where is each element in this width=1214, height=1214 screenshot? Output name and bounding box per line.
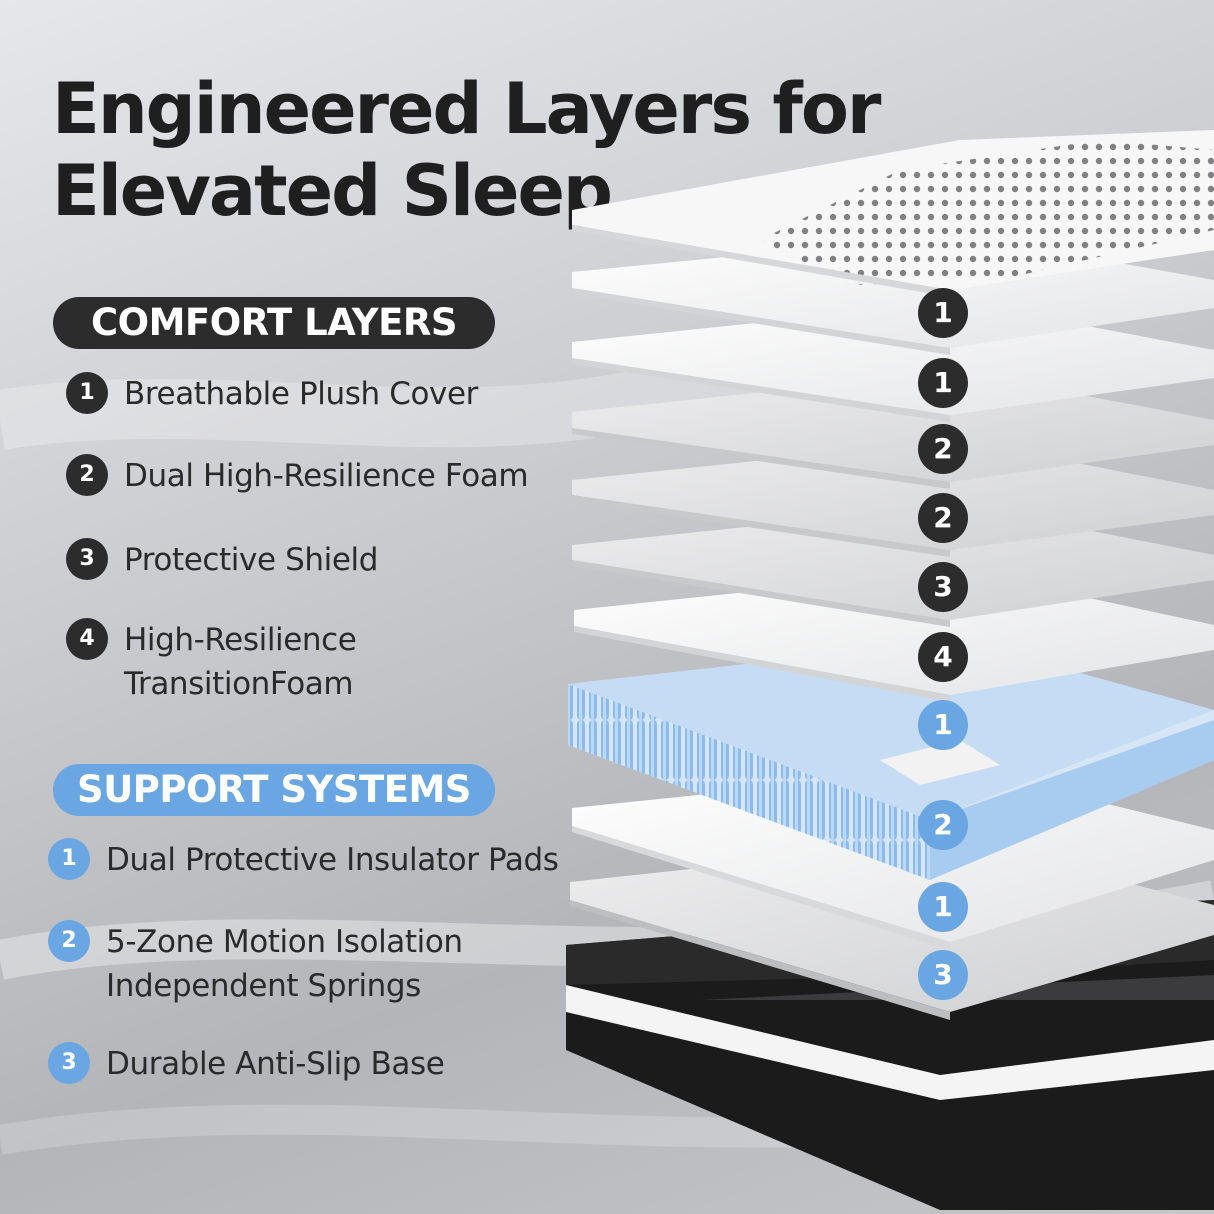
item-label-line: Dual Protective Insulator Pads — [106, 842, 559, 878]
item-label-line: 5-Zone Motion Isolation — [106, 924, 463, 960]
item-label: Dual Protective Insulator Pads — [106, 838, 559, 882]
item-label-line: Dual High-Resilience Foam — [124, 458, 529, 494]
number-badge: 4 — [66, 618, 108, 660]
item-label-line: TransitionFoam — [124, 666, 354, 702]
item-label-line: Independent Springs — [106, 968, 421, 1004]
comfort-item: 2 Dual High-Resilience Foam — [66, 454, 529, 498]
support-item: 3 Durable Anti-Slip Base — [48, 1042, 445, 1086]
number-badge: 1 — [48, 838, 90, 880]
plush-cover-layer — [572, 130, 1214, 297]
item-label-line: Breathable Plush Cover — [124, 376, 478, 412]
page-title: Engineered Layers for Elevated Sleep — [52, 68, 881, 232]
springs-layer — [568, 640, 1214, 880]
title-line-2: Elevated Sleep — [52, 150, 613, 232]
item-label-line: Protective Shield — [124, 542, 378, 578]
number-badge: 2 — [66, 454, 108, 496]
layer-badge-support: 3 — [918, 950, 968, 1000]
support-systems-heading: SUPPORT SYSTEMS — [53, 764, 495, 816]
layer-badge-comfort: 2 — [918, 424, 968, 474]
layer-badge-comfort: 4 — [918, 632, 968, 682]
layer-badge-support: 2 — [918, 800, 968, 850]
foam-layer-2b — [572, 440, 1214, 557]
comfort-item: 1 Breathable Plush Cover — [66, 372, 478, 416]
mattress-layers-diagram — [566, 130, 1214, 1210]
comfort-layers-heading: COMFORT LAYERS — [53, 297, 495, 349]
layer-badge-comfort: 2 — [918, 493, 968, 543]
item-label-line: Durable Anti-Slip Base — [106, 1046, 445, 1082]
number-badge: 2 — [48, 920, 90, 962]
support-item: 1 Dual Protective Insulator Pads — [48, 838, 559, 882]
number-badge: 3 — [48, 1042, 90, 1084]
item-label: Breathable Plush Cover — [124, 372, 478, 416]
item-label: Durable Anti-Slip Base — [106, 1042, 445, 1086]
item-label: Dual High-Resilience Foam — [124, 454, 529, 498]
comfort-item: 3 Protective Shield — [66, 538, 378, 582]
layer-badge-support: 1 — [918, 882, 968, 932]
item-label: Protective Shield — [124, 538, 378, 582]
layer-badge-support: 1 — [918, 700, 968, 750]
layer-badge-comfort: 3 — [918, 562, 968, 612]
number-badge: 3 — [66, 538, 108, 580]
layer-badge-comfort: 1 — [918, 288, 968, 338]
number-badge: 1 — [66, 372, 108, 414]
layer-badge-comfort: 1 — [918, 358, 968, 408]
item-label-line: High-Resilience — [124, 622, 357, 658]
title-line-1: Engineered Layers for — [52, 68, 881, 150]
